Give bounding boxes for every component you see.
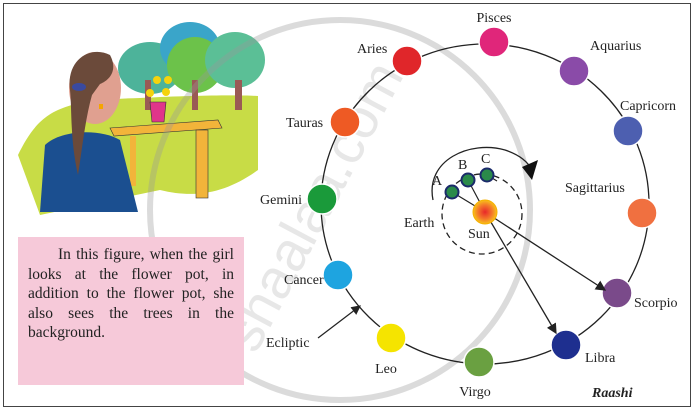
- earth-orbit: [441, 173, 523, 255]
- sign-circle-libra: [550, 329, 582, 361]
- sign-label-leo: Leo: [375, 362, 397, 377]
- sign-label-cancer: Cancer: [284, 273, 324, 288]
- girl-looking-at-flower-pot-illustration: [18, 22, 265, 215]
- table: [109, 119, 223, 199]
- sign-circle-pisces: [478, 26, 510, 58]
- explanation-note: In this figure, when the girl looks at t…: [18, 237, 244, 385]
- sign-circle-sagittarius: [626, 197, 658, 229]
- arrowhead-icon: [522, 160, 538, 180]
- label-sun: Sun: [468, 227, 490, 242]
- sign-circle-gemini: [306, 183, 338, 215]
- figure-border: [3, 3, 691, 407]
- direction-arc: [431, 146, 533, 201]
- sign-circle-leo: [375, 322, 407, 354]
- sign-circle-scorpio: [601, 277, 633, 309]
- sign-label-gemini: Gemini: [260, 193, 302, 208]
- sign-label-libra: Libra: [585, 351, 616, 366]
- sign-label-tauras: Tauras: [286, 116, 323, 131]
- flower-pot: [146, 76, 172, 123]
- line-to-scorpio: [484, 211, 607, 291]
- label-a: A: [432, 174, 443, 189]
- sign-label-virgo: Virgo: [459, 385, 491, 400]
- sign-label-aries: Aries: [357, 42, 387, 57]
- label-earth: Earth: [404, 216, 434, 231]
- sun: [472, 199, 498, 225]
- sign-label-pisces: Pisces: [477, 11, 512, 26]
- sign-circle-aquarius: [558, 55, 590, 87]
- sign-circle-cancer: [322, 259, 354, 291]
- earth-position-c: [479, 167, 495, 183]
- earth-position-a: [444, 184, 460, 200]
- label-ecliptic: Ecliptic: [266, 336, 310, 351]
- sign-circle-virgo: [463, 346, 495, 378]
- sign-circle-aries: [391, 45, 423, 77]
- sign-circle-tauras: [329, 106, 361, 138]
- label-raashi: Raashi: [591, 386, 633, 401]
- sign-label-capricorn: Capricorn: [620, 99, 676, 114]
- sign-label-aquarius: Aquarius: [590, 39, 641, 54]
- sign-label-scorpio: Scorpio: [634, 296, 678, 311]
- earth-position-b: [460, 172, 476, 188]
- label-c: C: [481, 152, 490, 167]
- line-to-libra: [484, 211, 557, 335]
- sign-circle-capricorn: [612, 115, 644, 147]
- sign-label-sagittarius: Sagittarius: [565, 181, 625, 196]
- zodiac-signs: PiscesAquariusCapricornSagittariusScorpi…: [260, 11, 678, 400]
- label-b: B: [458, 158, 467, 173]
- girl: [40, 51, 138, 212]
